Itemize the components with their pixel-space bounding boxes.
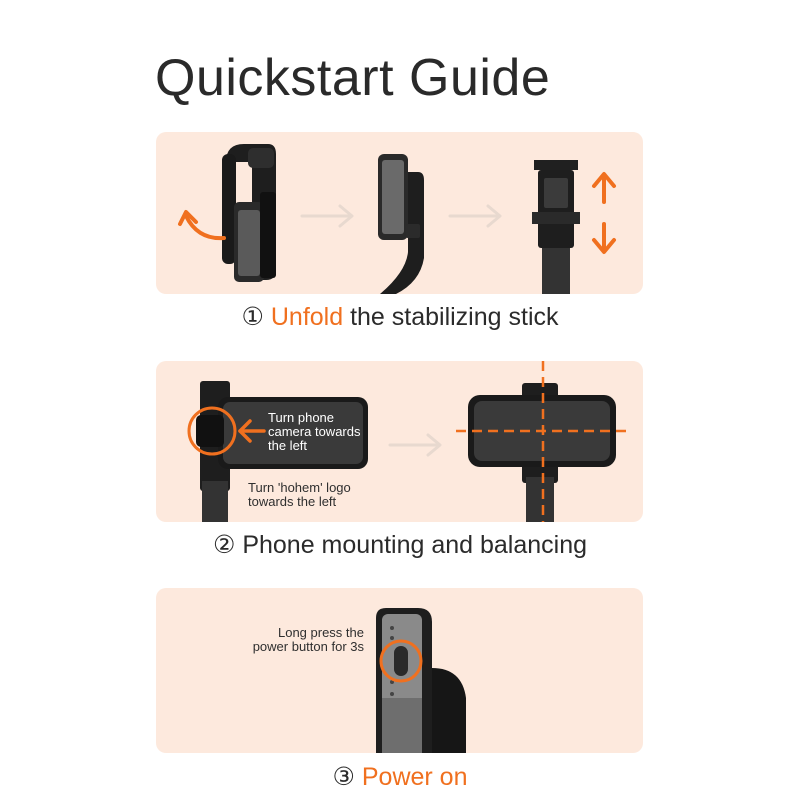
step-highlight: Unfold	[270, 303, 344, 331]
gimbal-with-phone-left	[196, 381, 368, 522]
step-2-illustration-panel: Turn phone camera towards the left Turn …	[156, 361, 643, 522]
right-arrow-icon	[448, 204, 502, 228]
camera-highlight-icon	[187, 406, 237, 456]
unfolded-gimbal-device	[532, 160, 580, 294]
step-3-illustration	[376, 608, 466, 753]
up-down-arrow-icon	[592, 172, 616, 254]
step-number: ③	[332, 763, 355, 791]
step-3-illustration-panel: Long press the power button for 3s	[156, 588, 643, 753]
crosshair-icon	[456, 361, 632, 522]
curved-arrow-icon	[184, 214, 226, 241]
folded-gimbal-device	[222, 144, 276, 282]
gimbal-power-side	[376, 608, 466, 753]
step-number: ①	[241, 303, 264, 331]
power-button-highlight-icon	[379, 639, 423, 683]
power-button-note: Long press the power button for 3s	[252, 625, 364, 654]
left-arrow-icon	[238, 419, 266, 443]
logo-direction-note: Turn 'hohem' logo towards the left	[248, 480, 351, 509]
step-highlight: Power on	[361, 763, 468, 791]
page-title: Quickstart Guide	[155, 49, 551, 107]
step-2-illustration	[187, 361, 632, 522]
step-3-caption: ③ Power on	[0, 762, 800, 792]
unfolding-gimbal-device	[378, 154, 424, 294]
right-arrow-icon	[388, 433, 442, 457]
step-1-illustration-panel	[156, 132, 643, 294]
step-number: ②	[212, 531, 236, 559]
camera-direction-note: Turn phone camera towards the left	[268, 410, 361, 453]
step-2-caption: ② Phone mounting and balancing	[0, 530, 800, 560]
step-text: Phone mounting and balancing	[235, 531, 588, 559]
step-1-illustration	[178, 144, 616, 294]
step-1-caption: ① Unfold the stabilizing stick	[0, 302, 800, 332]
balanced-gimbal-with-phone	[468, 383, 616, 522]
step-text: the stabilizing stick	[343, 303, 559, 331]
power-button-icon	[394, 646, 408, 676]
right-arrow-icon	[300, 204, 354, 228]
